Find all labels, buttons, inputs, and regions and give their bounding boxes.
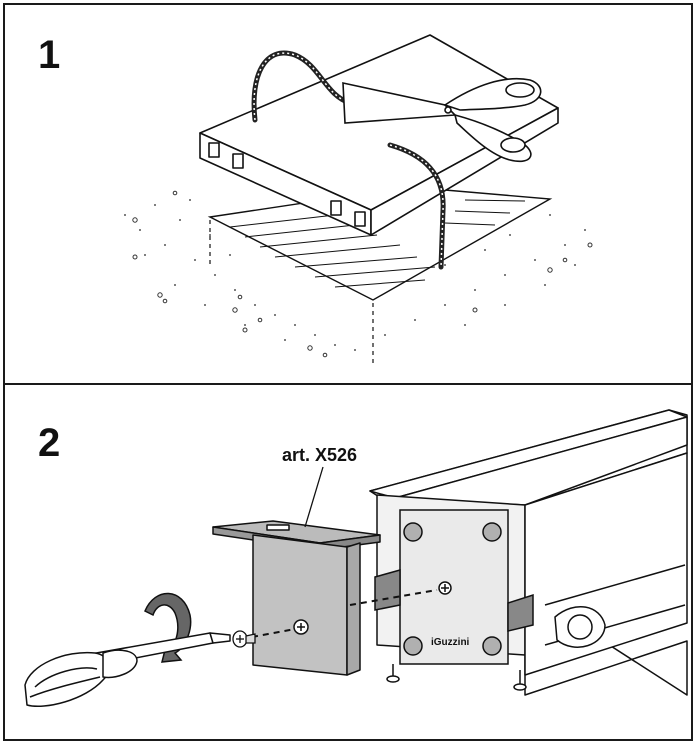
scissors [342, 77, 542, 163]
rotation-arrow-icon [144, 592, 192, 663]
screwdriver-icon [24, 632, 231, 707]
instruction-sheet: 1 [3, 3, 693, 741]
floor-pebbles [132, 190, 593, 358]
screw [232, 630, 256, 648]
fixture-logo: iGuzzini [431, 637, 470, 648]
fixture-end-plate [374, 509, 534, 691]
fixture-body [369, 409, 688, 696]
step-number-1: 1 [38, 33, 61, 77]
step-divider [5, 383, 691, 385]
floor-recess [207, 186, 553, 301]
step1-illustration [124, 34, 593, 365]
step-number-2: 2 [38, 421, 61, 465]
part-callout-label: art. X526 [282, 445, 358, 465]
end-cap [212, 520, 381, 676]
